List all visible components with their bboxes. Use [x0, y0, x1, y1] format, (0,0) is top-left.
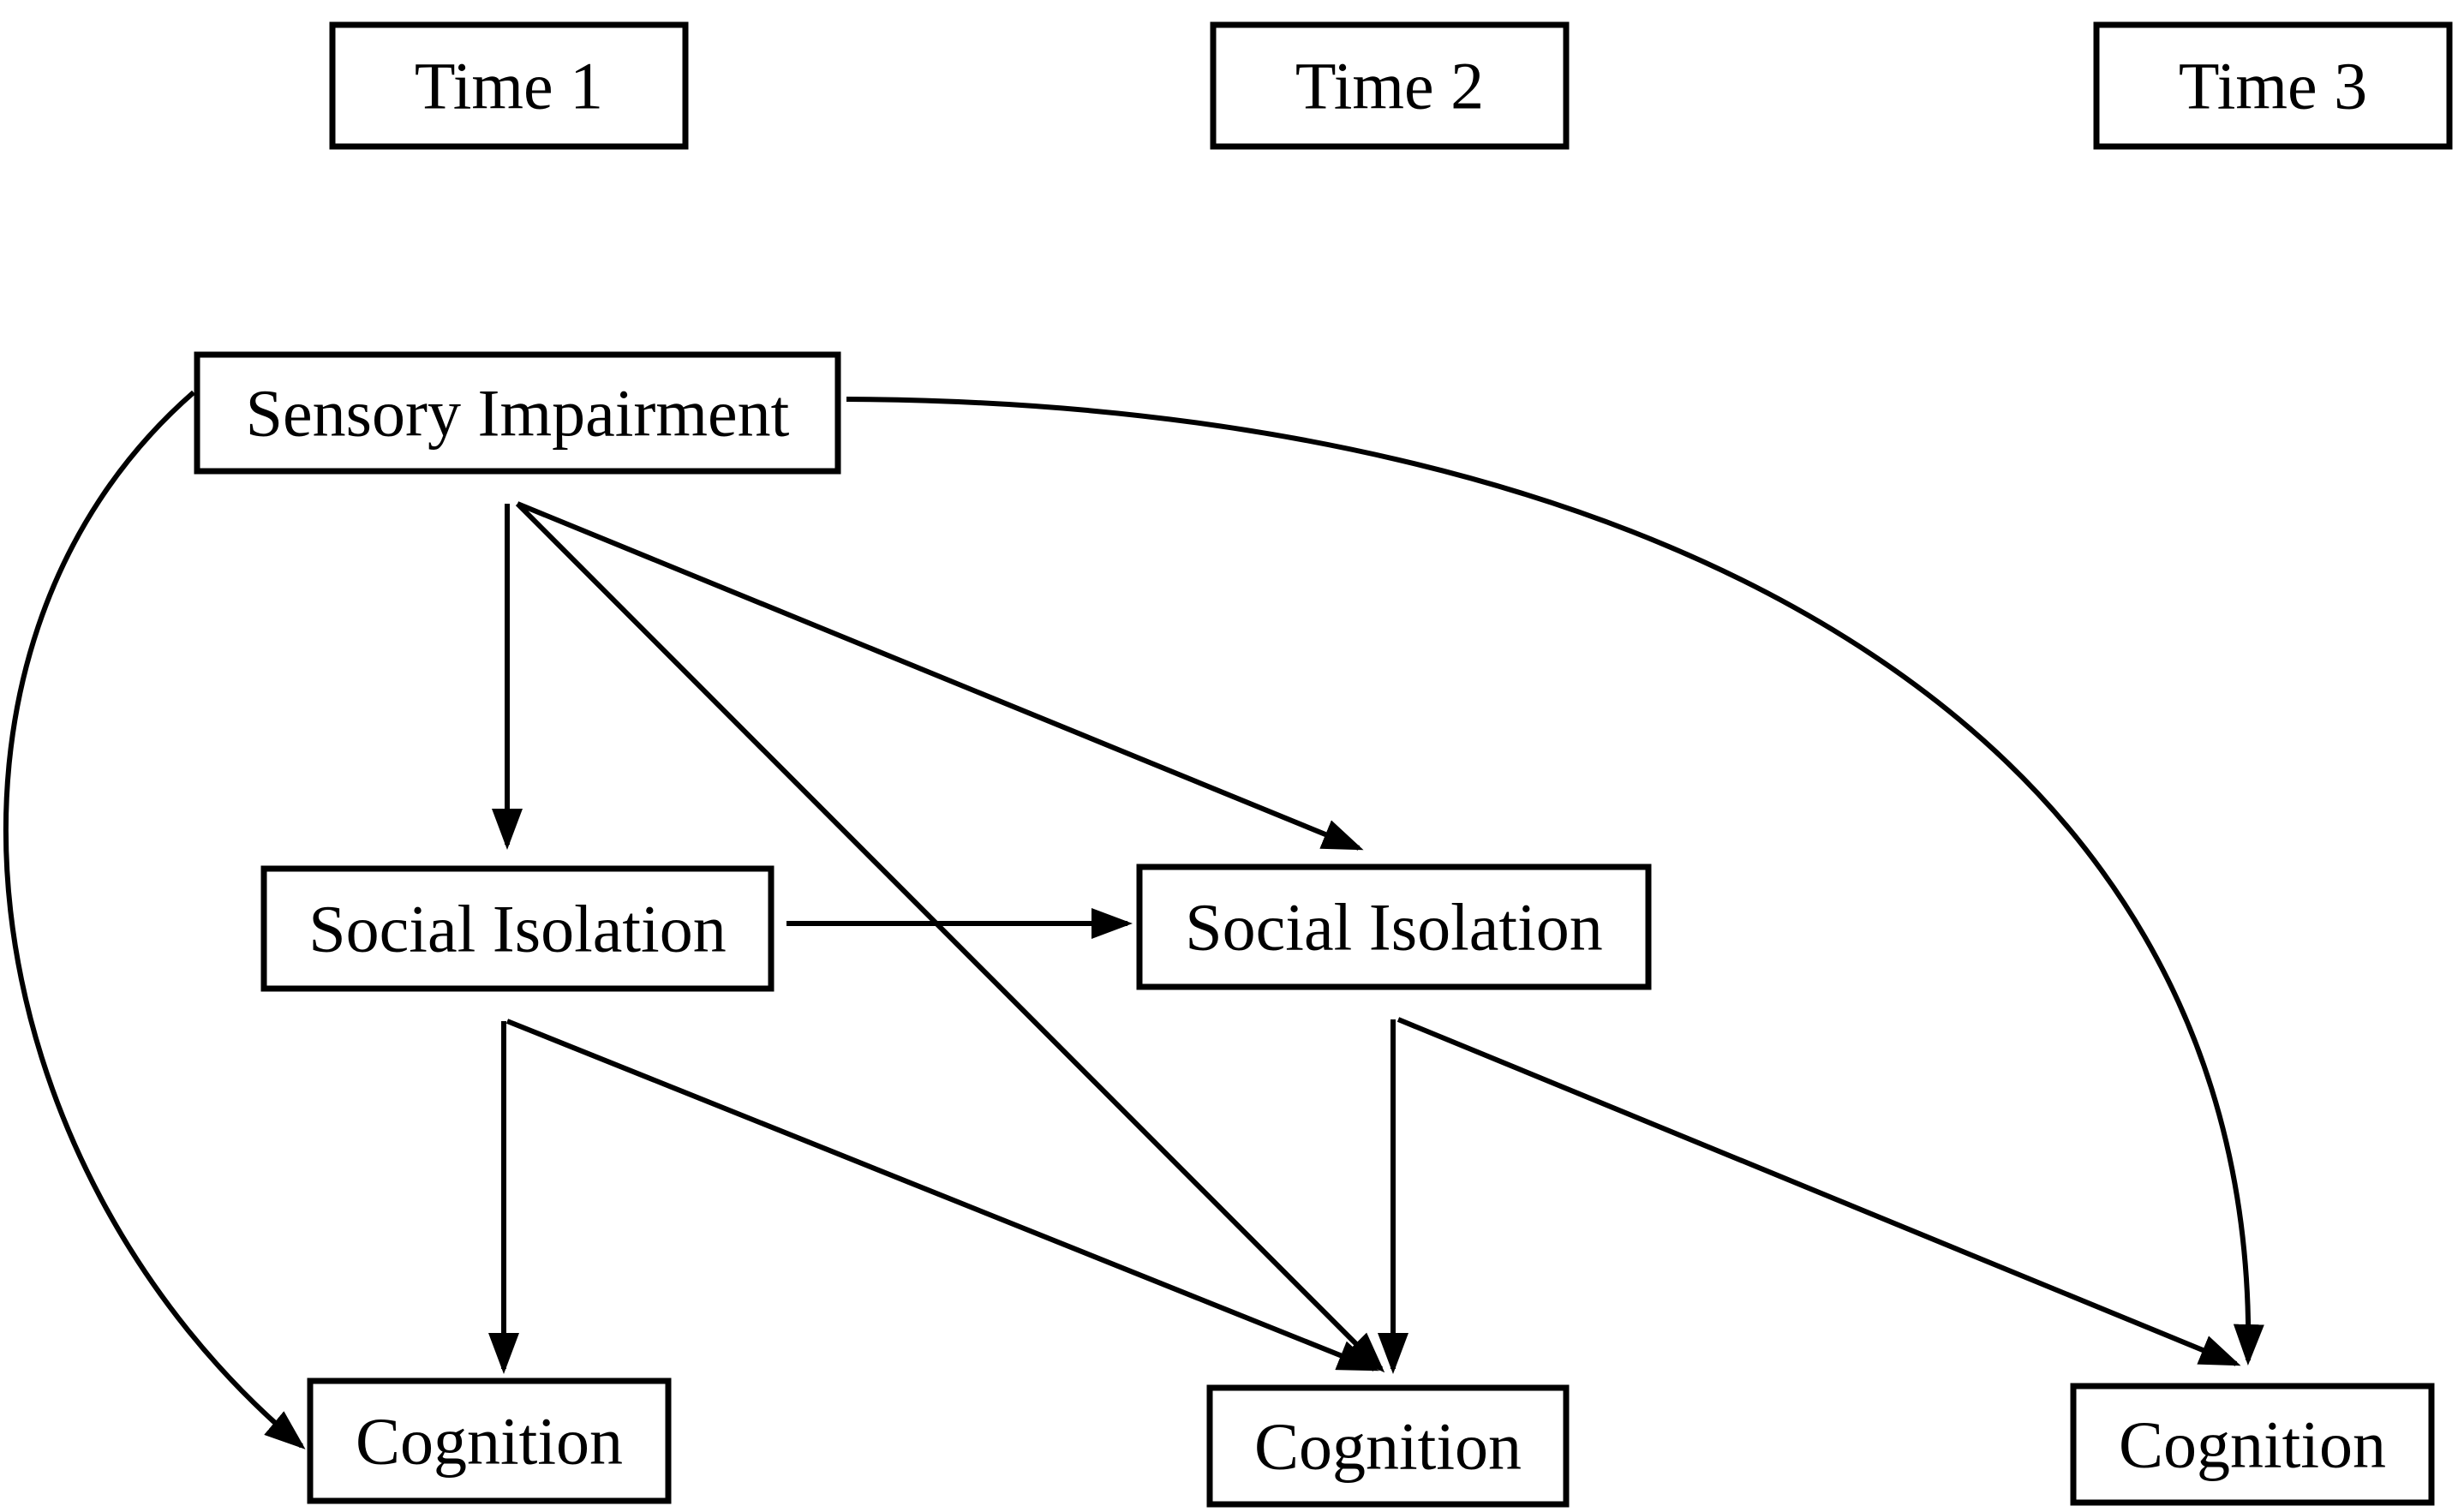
edge-social-isolation-t1-to-cognition-t2: [505, 1019, 1379, 1372]
cognition-t1-label: Cognition: [356, 1404, 623, 1479]
cognition-t2-label: Cognition: [1254, 1409, 1522, 1484]
social-isolation-t2-label: Social Isolation: [1185, 890, 1602, 965]
edge-sensory-to-cognition-t3: [846, 397, 2264, 1366]
edges: [3, 390, 2264, 1449]
sensory-impairment-label: Sensory Impairment: [246, 376, 790, 451]
cognition-t3-label: Cognition: [2119, 1407, 2386, 1482]
node-social-isolation-t2: Social Isolation: [1136, 864, 1652, 990]
time-3-header: Time 3: [2093, 21, 2453, 150]
time-1-label: Time 1: [415, 49, 603, 123]
node-cognition-t2: Cognition: [1206, 1384, 1570, 1508]
node-cognition-t3: Cognition: [2070, 1383, 2435, 1506]
node-social-isolation-t1: Social Isolation: [260, 865, 774, 992]
time-1-header: Time 1: [329, 21, 689, 150]
node-cognition-t1: Cognition: [307, 1378, 672, 1504]
social-isolation-t1-label: Social Isolation: [308, 892, 726, 966]
time-2-label: Time 2: [1295, 49, 1484, 123]
node-sensory-impairment: Sensory Impairment: [194, 351, 841, 475]
edge-social-isolation-t2-to-cognition-t3: [1396, 1017, 2241, 1366]
edge-sensory-to-social-isolation-t2: [516, 501, 1364, 851]
time-2-header: Time 2: [1210, 21, 1570, 150]
time-3-label: Time 3: [2179, 49, 2367, 123]
edge-sensory-to-cognition-t2: [515, 501, 1385, 1373]
edge-sensory-to-cognition-t1: [3, 390, 306, 1449]
